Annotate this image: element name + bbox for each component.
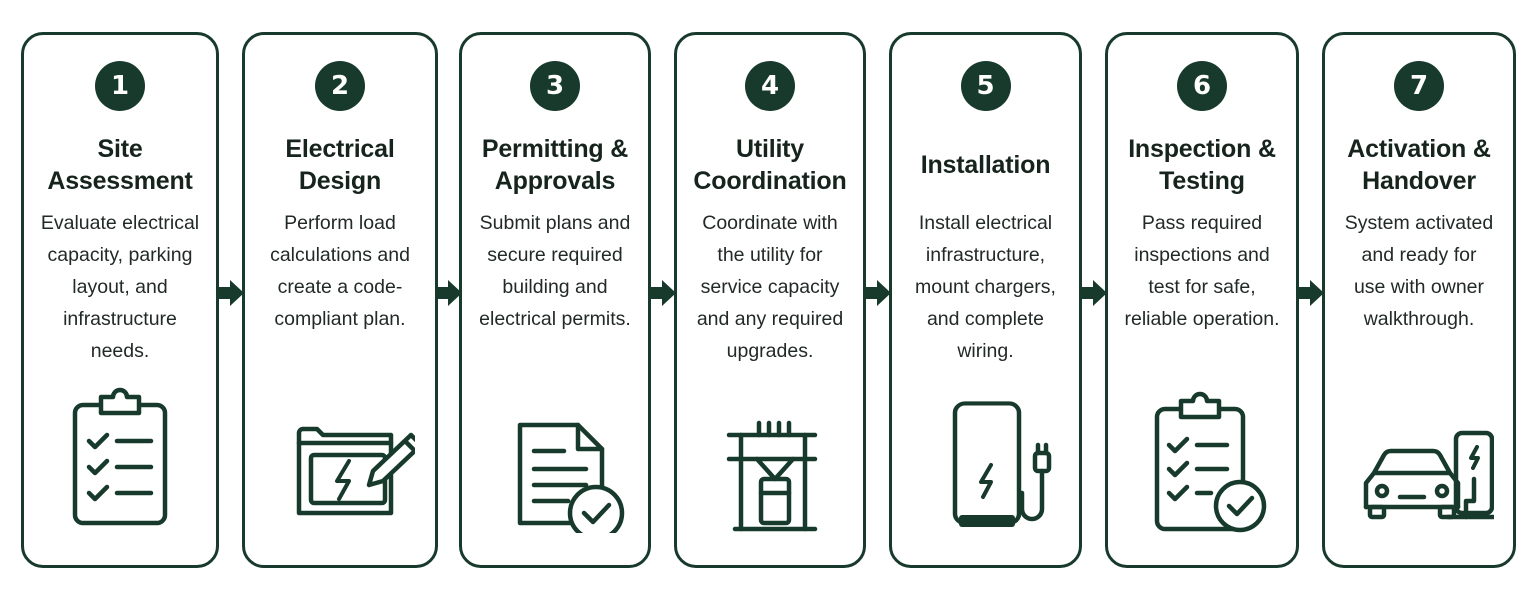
- step-card-electrical-design: 2 Electrical Design Perform load calcula…: [242, 32, 438, 568]
- step-number-badge: 7: [1394, 61, 1444, 111]
- step-description-line: and any required: [696, 308, 844, 330]
- step-number-badge: 3: [530, 61, 580, 111]
- step-number-badge: 6: [1177, 61, 1227, 111]
- step-card-installation: 5 Installation Install electrical infras…: [889, 32, 1082, 568]
- arrow-right-icon: [1296, 277, 1326, 309]
- step-description-line: infrastructure: [63, 308, 177, 330]
- step-description-line: building and: [502, 276, 608, 298]
- arrow-right-icon: [216, 277, 246, 309]
- step-description-line: calculations and: [270, 244, 410, 266]
- clipboard-check-icon: [1127, 383, 1277, 533]
- step-title: Inspection & Testing: [1116, 131, 1288, 199]
- arrow-right-icon: [1079, 277, 1109, 309]
- step-title-line: Electrical: [285, 135, 395, 163]
- step-description-line: Coordinate with: [702, 212, 838, 234]
- step-card-inspection-testing: 6 Inspection & Testing Pass required ins…: [1105, 32, 1299, 568]
- step-title-line: Design: [298, 167, 382, 195]
- step-title-line: Site: [97, 135, 143, 163]
- step-description-line: wiring.: [957, 340, 1014, 362]
- step-title-line: Coordination: [693, 167, 847, 195]
- step-description-line: Submit plans and: [479, 212, 631, 234]
- step-description-line: Perform load: [284, 212, 396, 234]
- step-description-line: service capacity: [700, 276, 840, 298]
- step-description-line: capacity, parking: [47, 244, 193, 266]
- step-description: Coordinate with the utility for service …: [683, 207, 857, 367]
- step-description-line: the utility for: [717, 244, 823, 266]
- step-description: Submit plans and secure required buildin…: [468, 207, 642, 335]
- step-description: Pass required inspections and test for s…: [1114, 207, 1290, 335]
- step-number-badge: 1: [95, 61, 145, 111]
- step-card-permitting-approvals: 3 Permitting & Approvals Submit plans an…: [459, 32, 651, 568]
- car-charging-icon: [1344, 383, 1494, 533]
- step-description-line: needs.: [90, 340, 150, 362]
- step-title-line: Permitting &: [481, 135, 629, 163]
- step-description-line: upgrades.: [726, 340, 814, 362]
- step-number-badge: 2: [315, 61, 365, 111]
- step-title-line: Activation &: [1347, 135, 1491, 163]
- step-description-line: test for safe,: [1148, 276, 1256, 298]
- step-title-line: Handover: [1362, 167, 1476, 195]
- step-description-line: mount chargers,: [915, 276, 1056, 298]
- step-description: System activated and ready for use with …: [1331, 207, 1507, 335]
- utility-pole-icon: [695, 383, 845, 533]
- step-title-line: Installation: [920, 151, 1051, 179]
- step-title: Utility Coordination: [685, 131, 855, 199]
- blueprint-pencil-icon: [265, 383, 415, 533]
- step-description-line: layout, and: [72, 276, 168, 298]
- step-description-line: walkthrough.: [1363, 308, 1475, 330]
- step-number-badge: 5: [960, 61, 1011, 111]
- step-description-line: electrical permits.: [479, 308, 631, 330]
- step-description-line: use with owner: [1353, 276, 1485, 298]
- step-title-line: Approvals: [494, 167, 616, 195]
- step-description-line: Evaluate electrical: [40, 212, 200, 234]
- clipboard-checklist-icon: [45, 383, 195, 533]
- step-description-line: and ready for: [1361, 244, 1477, 266]
- step-description-line: and complete: [926, 308, 1045, 330]
- step-description-line: infrastructure,: [925, 244, 1046, 266]
- step-card-activation-handover: 7 Activation & Handover System activated…: [1322, 32, 1516, 568]
- step-description-line: inspections and: [1134, 244, 1270, 266]
- step-title: Permitting & Approvals: [470, 131, 640, 199]
- step-title: Activation & Handover: [1333, 131, 1505, 199]
- step-description: Perform load calculations and create a c…: [251, 207, 429, 335]
- step-description: Evaluate electrical capacity, parking la…: [30, 207, 210, 367]
- step-description-line: Install electrical: [918, 212, 1053, 234]
- arrow-right-icon: [434, 277, 464, 309]
- document-check-icon: [480, 383, 630, 533]
- step-title-line: Inspection &: [1128, 135, 1276, 163]
- step-description-line: Pass required: [1141, 212, 1263, 234]
- step-title: Installation: [900, 131, 1071, 199]
- arrow-right-icon: [863, 277, 893, 309]
- step-description-line: secure required: [487, 244, 623, 266]
- step-title: Site Assessment: [32, 131, 208, 199]
- charger-plug-icon: [911, 383, 1061, 533]
- step-description-line: compliant plan.: [274, 308, 406, 330]
- step-description: Install electrical infrastructure, mount…: [898, 207, 1073, 367]
- step-title-line: Utility: [735, 135, 805, 163]
- step-description-line: create a code-: [277, 276, 403, 298]
- step-card-utility-coordination: 4 Utility Coordination Coordinate with t…: [674, 32, 866, 568]
- step-description-line: reliable operation.: [1124, 308, 1280, 330]
- step-description-line: System activated: [1344, 212, 1494, 234]
- step-title-line: Testing: [1159, 167, 1245, 195]
- step-number-badge: 4: [745, 61, 795, 111]
- step-title-line: Assessment: [47, 167, 193, 195]
- step-card-site-assessment: 1 Site Assessment Evaluate electrical ca…: [21, 32, 219, 568]
- step-title: Electrical Design: [253, 131, 427, 199]
- arrow-right-icon: [648, 277, 678, 309]
